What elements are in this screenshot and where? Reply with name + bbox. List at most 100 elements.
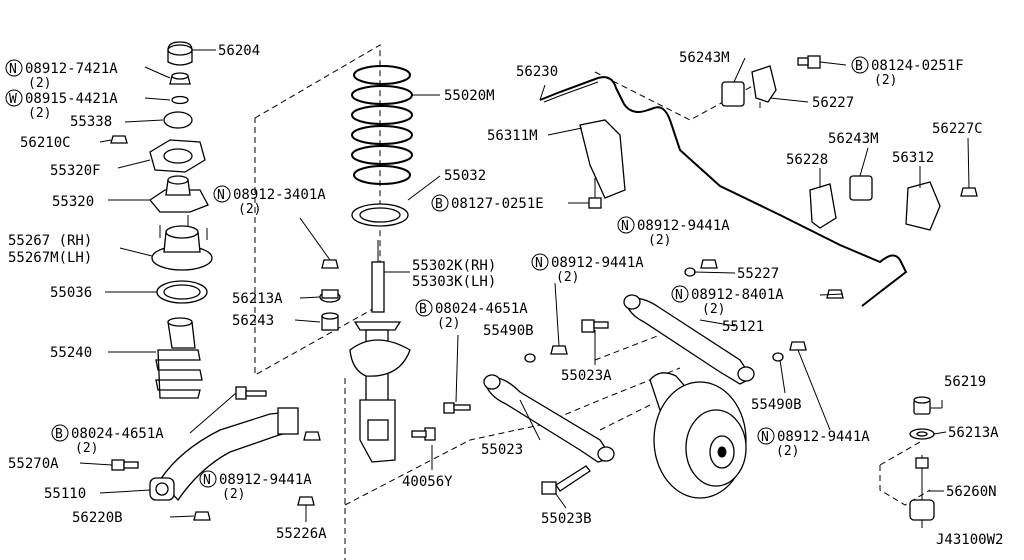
lateral-link-55121: [623, 294, 755, 385]
prefix-n-mark: N: [535, 256, 543, 271]
label-56243m-mid: 56243M: [828, 131, 879, 147]
bushing-56243m-top: [721, 81, 745, 107]
leader-lines: [79, 49, 970, 522]
diagram-id: J43100W2: [936, 532, 1003, 548]
label-qty-2: (2): [874, 73, 897, 88]
label-55490b-right: 55490B: [751, 397, 802, 413]
label-55036: 55036: [50, 285, 92, 301]
label-55303k-lh: 55303K(LH): [412, 274, 496, 290]
washer-55227: [684, 267, 696, 277]
label-08912-9441a-c: 08912-9441A: [637, 218, 730, 234]
washer-icon: [171, 95, 189, 105]
label-08024-4651a-left: 08024-4651A: [71, 426, 164, 442]
prefix-n-mark: N: [217, 188, 225, 203]
label-55020m: 55020M: [444, 88, 495, 104]
washer-55490b-left: [524, 353, 536, 363]
washer-56213a-right: [909, 428, 935, 440]
label-08127-0251e: 08127-0251E: [451, 196, 544, 212]
prefix-b-mark: B: [55, 427, 63, 442]
nut-08912-9441a-d-icon: [550, 345, 568, 355]
label-56228: 56228: [786, 152, 828, 168]
label-40056y: 40056Y: [402, 474, 453, 490]
label-56213a-right: 56213A: [948, 425, 999, 441]
label-qty-2: (2): [648, 233, 671, 248]
bolt-55023a: [581, 319, 609, 333]
bolt-08024-4651a-right: [443, 402, 471, 414]
label-56210c: 56210C: [20, 135, 71, 151]
label-08124-0251f: 08124-0251F: [871, 58, 964, 74]
clamp-56228: [809, 183, 837, 229]
bracket-56311m: [579, 119, 626, 199]
bracket-56312: [905, 181, 941, 231]
label-qty-2: (2): [222, 487, 245, 502]
bushing-56243m-mid: [849, 175, 873, 201]
part-labels: 56204 08912-7421A (2) 08915-4421A (2) 55…: [8, 43, 1003, 548]
prefix-marks: N W B N N B B B N N N N: [5, 56, 869, 488]
nut-56227c-icon: [960, 187, 978, 197]
lower-arm-55110: [149, 407, 299, 502]
label-08912-9441a-e: 08912-9441A: [777, 429, 870, 445]
label-55302k-rh: 55302K(RH): [412, 258, 496, 274]
bolt-55023b: [541, 465, 591, 495]
strut-assembly-55302k: [349, 240, 411, 463]
label-08912-7421a: 08912-7421A: [25, 61, 118, 77]
label-56204: 56204: [218, 43, 260, 59]
label-08912-9441a-b: 08912-9441A: [219, 472, 312, 488]
prefix-b-mark: B: [435, 197, 443, 212]
bushing-56219: [913, 396, 931, 415]
bolt-55270a: [111, 459, 139, 471]
label-qty-2: (2): [437, 316, 460, 331]
label-55023b: 55023B: [541, 511, 592, 527]
label-55032: 55032: [444, 168, 486, 184]
prefix-b-mark: B: [855, 59, 863, 74]
prefix-n-mark: N: [761, 430, 769, 445]
bolt-40056y: [411, 427, 436, 441]
label-qty-2: (2): [702, 302, 725, 317]
label-qty-2: (2): [556, 270, 579, 285]
label-08912-8401a: 08912-8401A: [691, 287, 784, 303]
label-56230: 56230: [516, 64, 558, 80]
hub-drum-assembly: [649, 372, 747, 499]
bump-cap-56204: [167, 41, 193, 66]
stabilizer-link-56260n: [909, 455, 935, 528]
label-56219: 56219: [944, 374, 986, 390]
nut-08912-9441a-b-icon: [303, 431, 321, 441]
prefix-n-mark: N: [203, 473, 211, 488]
label-08024-4651a-right: 08024-4651A: [435, 301, 528, 317]
label-55110: 55110: [44, 486, 86, 502]
label-56260n: 56260N: [946, 484, 997, 500]
mount-bearing-55267: [151, 215, 213, 271]
strut-mount-stack: [110, 41, 213, 399]
prefix-w-mark: W: [9, 92, 17, 107]
label-56213a-left: 56213A: [232, 291, 283, 307]
label-56220b: 56220B: [72, 510, 123, 526]
dust-boot-55240: [155, 317, 203, 399]
label-55267m-lh: 55267M(LH): [8, 250, 92, 266]
label-55320: 55320: [52, 194, 94, 210]
nut-icon: [169, 72, 191, 85]
stabilizer-bar-56230: [539, 76, 908, 307]
label-55240: 55240: [50, 345, 92, 361]
coil-spring-55020m: [351, 65, 413, 185]
label-56227c: 56227C: [932, 121, 983, 137]
bushing-56213a-left: [319, 289, 341, 303]
label-56227: 56227: [812, 95, 854, 111]
label-55267-rh: 55267 (RH): [8, 233, 92, 249]
bolt-08124-0251f: [797, 55, 821, 69]
prefix-n-mark: N: [9, 62, 17, 77]
label-08912-9441a-d: 08912-9441A: [551, 255, 644, 271]
label-08915-4421a: 08915-4421A: [25, 91, 118, 107]
label-55121: 55121: [722, 319, 764, 335]
nut-55226a-icon: [297, 496, 315, 506]
label-qty-2: (2): [75, 441, 98, 456]
prefix-b-mark: B: [419, 302, 427, 317]
label-08912-3401a: 08912-3401A: [233, 187, 326, 203]
label-55023: 55023: [481, 442, 523, 458]
label-qty-2: (2): [238, 202, 261, 217]
label-56312: 56312: [892, 150, 934, 166]
bushing-56243: [321, 312, 339, 331]
label-55270a: 55270A: [8, 456, 59, 472]
nut-08912-3401a-icon: [321, 259, 339, 269]
clamp-56227: [751, 65, 777, 103]
